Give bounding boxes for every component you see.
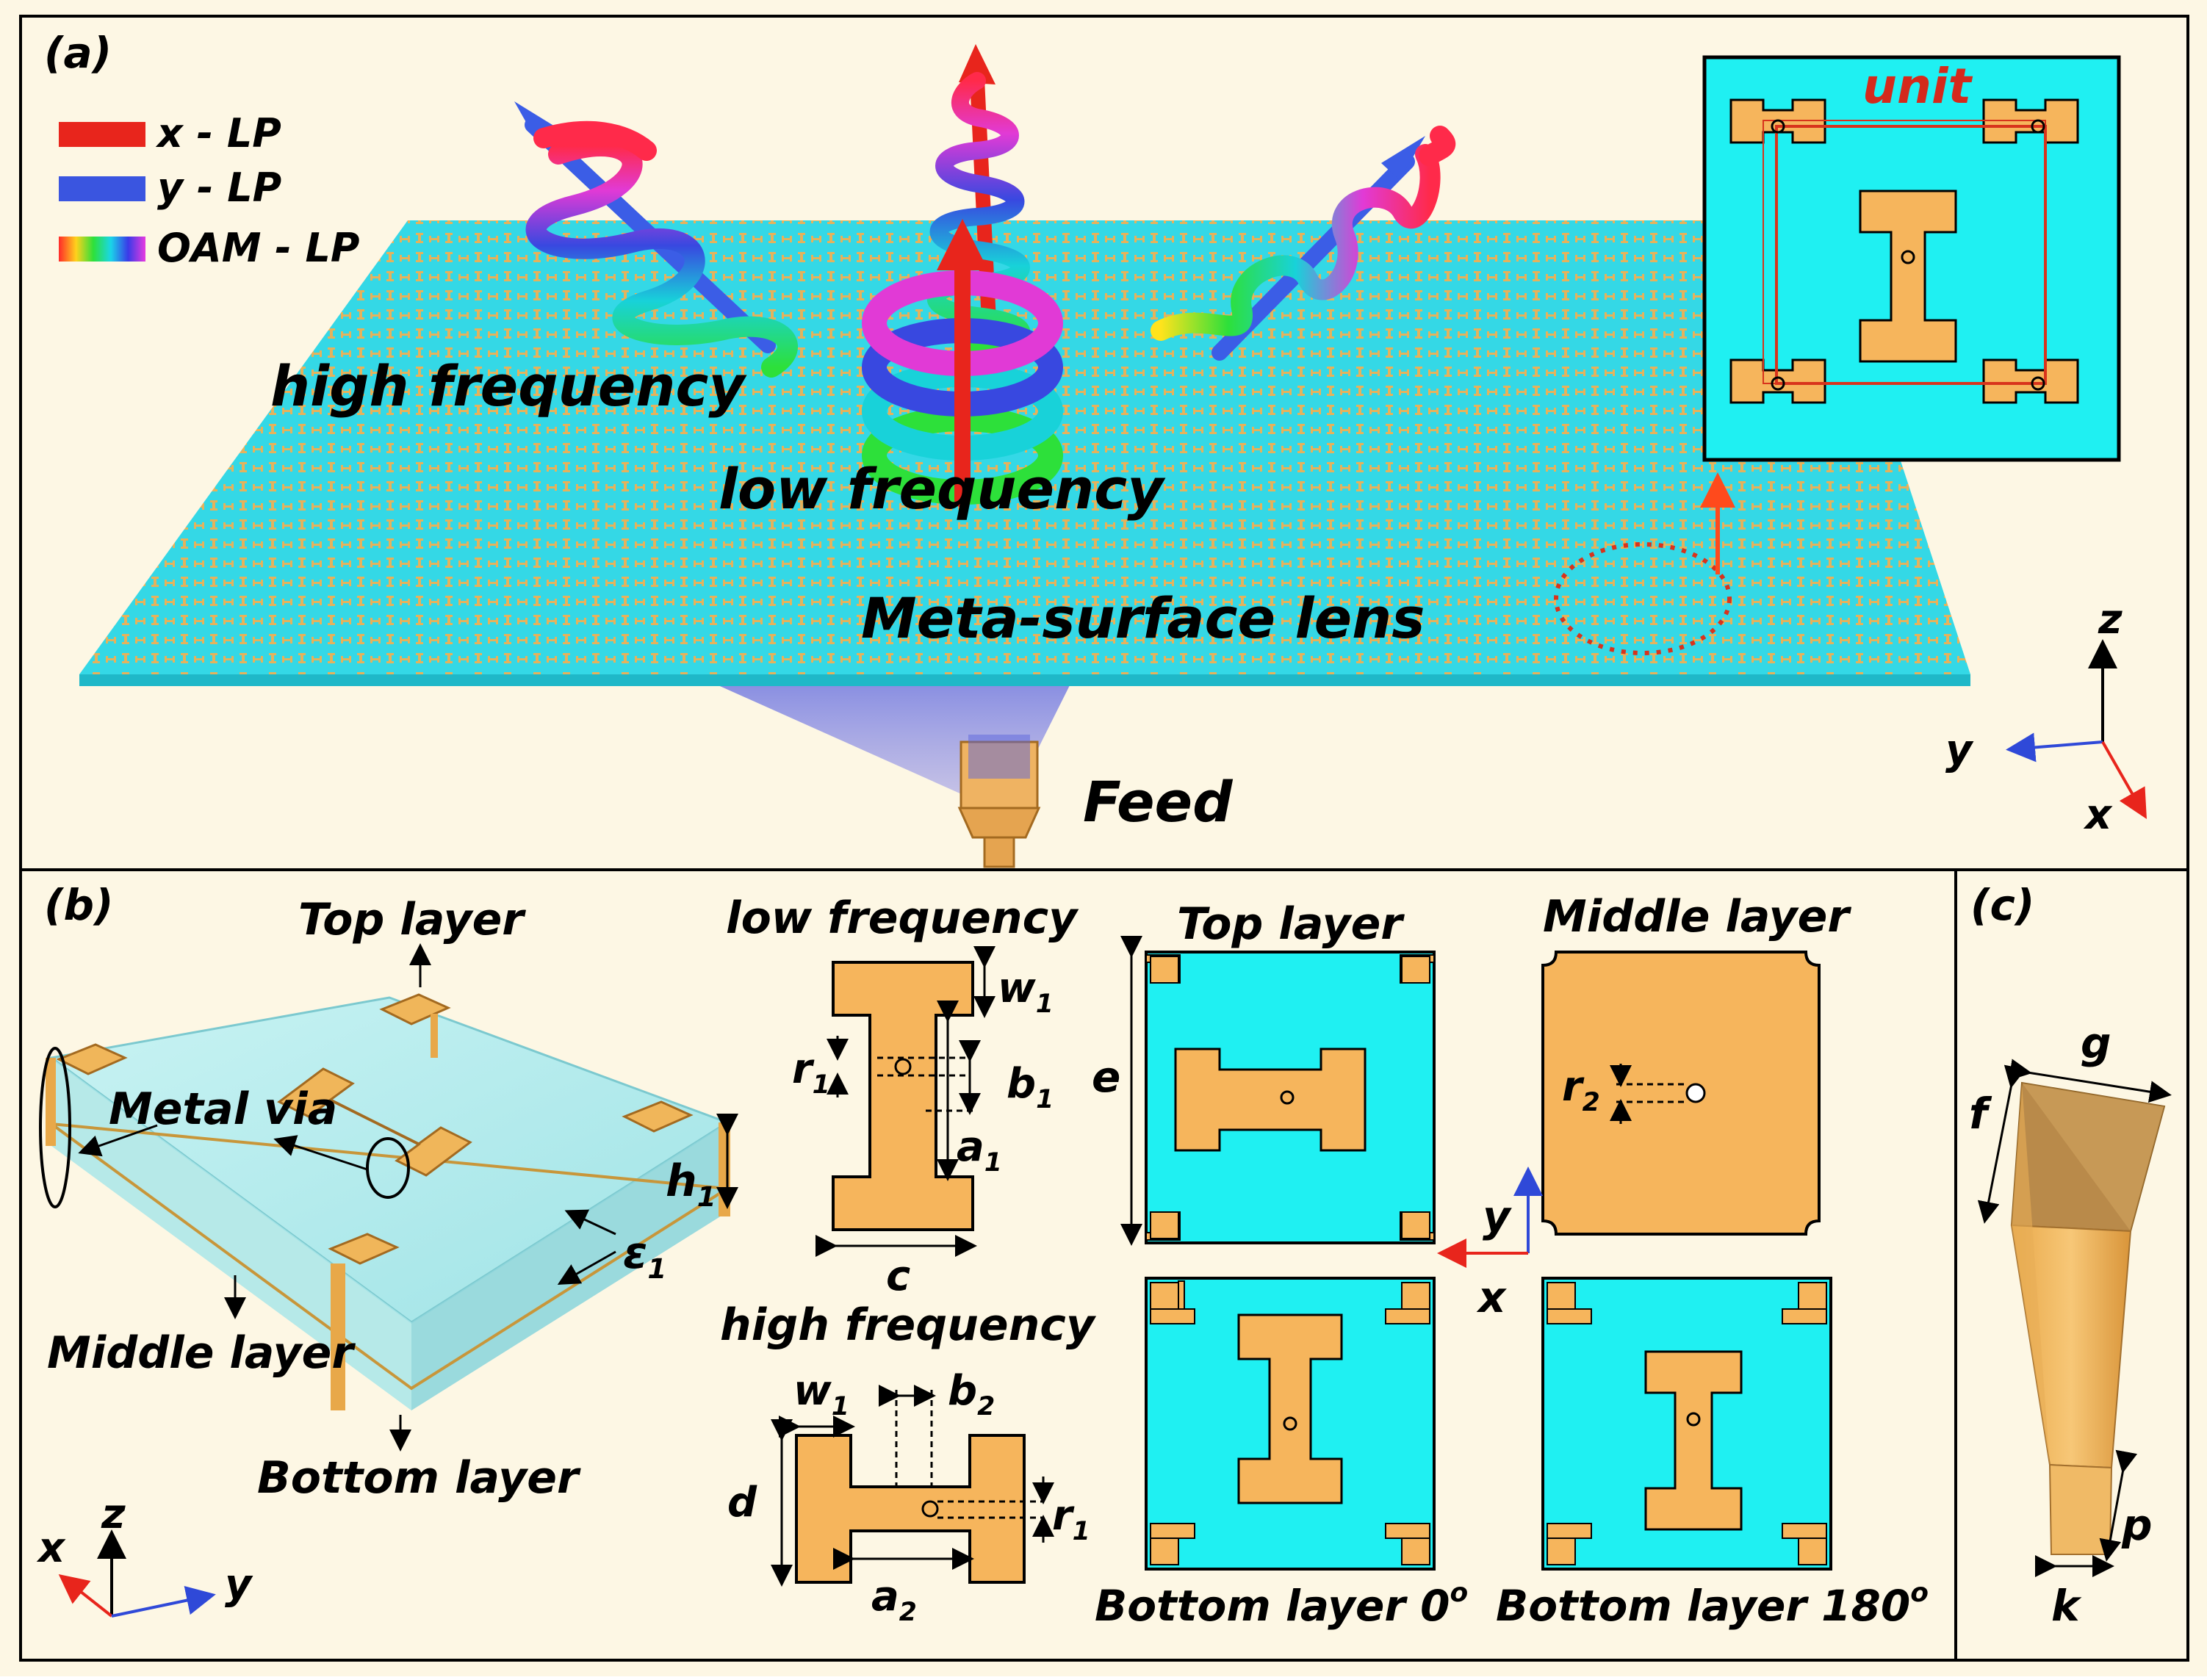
bottom180-text: Bottom layer 180 (1496, 1581, 1910, 1631)
eps-symbol: ε (623, 1227, 647, 1279)
axis-b-x: x (36, 1524, 66, 1572)
a1-label: a1 (957, 1123, 1002, 1178)
top-layer-view (1120, 936, 1436, 1246)
top-layer-label-3d: Top layer (298, 894, 526, 945)
b2-label: b2 (948, 1367, 995, 1421)
bottom-layer-0-label: Bottom layer 0o (1095, 1578, 1468, 1631)
legend: x - LP y - LP OAM - LP (59, 110, 359, 271)
c-label: c (886, 1252, 910, 1300)
b2-symbol: b (948, 1367, 977, 1415)
low-frequency-oam-beam (862, 219, 1063, 508)
horn-g-label: g (2081, 1018, 2111, 1068)
panel-a-label: (a) (44, 28, 112, 78)
panel-c-frame (1954, 868, 2189, 1662)
r2-symbol: r (1562, 1063, 1585, 1111)
b1-symbol: b (1007, 1060, 1036, 1108)
r1-label: r1 (792, 1045, 830, 1100)
w1-subscript: 1 (1036, 989, 1054, 1019)
bottom-layer-0-view (1145, 1277, 1436, 1571)
w1b-subscript: 1 (832, 1392, 849, 1421)
metasurface-lens-label: Meta-surface lens (861, 585, 1425, 651)
axis-b-y: y (225, 1561, 253, 1609)
panel-b-label: (b) (44, 880, 114, 930)
horn-p-label: p (2121, 1500, 2153, 1550)
legend-x-lp-label: x - LP (155, 110, 281, 156)
middle-layer-view (1541, 951, 1821, 1236)
r1-symbol: r (792, 1045, 815, 1093)
feed-horn (957, 735, 1041, 868)
a1-subscript: 1 (984, 1148, 1002, 1178)
high-frequency-element (771, 1385, 1054, 1587)
r2-label: r2 (1562, 1063, 1600, 1117)
d-label: d (727, 1479, 757, 1526)
unit-cell-inset: unit (1702, 55, 2121, 462)
r1-subscript: 1 (813, 1070, 830, 1100)
bottom0-text: Bottom layer 0 (1095, 1581, 1450, 1631)
axis-b-z: z (101, 1490, 126, 1538)
bottom-layer-label-3d: Bottom layer (257, 1452, 581, 1504)
bottom-layer-180-label: Bottom layer 180o (1496, 1578, 1929, 1631)
metal-via-label: Metal via (109, 1084, 337, 1135)
e-label: e (1092, 1052, 1120, 1102)
w1b-label: w1 (793, 1367, 849, 1421)
axis-views-x: x (1476, 1272, 1507, 1322)
middle-layer-label-3d: Middle layer (47, 1327, 356, 1379)
feed-label: Feed (1083, 769, 1234, 834)
unit-label: unit (1862, 58, 1973, 115)
high-frequency-title: high frequency (720, 1299, 1097, 1351)
h-symbol: h (666, 1156, 697, 1207)
high-frequency-beam-right (1151, 126, 1456, 361)
layer-top-title: Top layer (1177, 898, 1405, 950)
high-frequency-label: high frequency (270, 353, 747, 419)
low-frequency-title: low frequency (726, 893, 1079, 944)
legend-oam-lp-swatch (59, 237, 145, 262)
axes-b: z x y (36, 1490, 253, 1618)
w1b-symbol: w (793, 1367, 832, 1415)
panel-c-label: (c) (1970, 880, 2034, 930)
bottom0-degree: o (1450, 1578, 1469, 1608)
axis-views-y: y (1483, 1191, 1512, 1241)
w1-label: w1 (998, 965, 1054, 1019)
w1-symbol: w (998, 965, 1036, 1012)
r1b-subscript: 1 (1073, 1517, 1090, 1546)
a2-subscript: 2 (899, 1598, 917, 1627)
axes-a: z y x (1945, 596, 2147, 839)
epsilon-label: ε1 (623, 1227, 666, 1285)
unit-cell-3d (39, 943, 738, 1452)
legend-x-lp-swatch (59, 122, 145, 147)
a1-symbol: a (957, 1123, 984, 1171)
r1b-label: r1 (1052, 1492, 1090, 1546)
axis-a-y: y (1945, 727, 1974, 774)
eps-subscript: 1 (647, 1252, 666, 1285)
axis-a-x: x (2083, 791, 2113, 839)
high-frequency-beam-left (514, 101, 798, 378)
a2-symbol: a (871, 1573, 899, 1620)
h-subscript: 1 (697, 1180, 716, 1213)
legend-y-lp-swatch (59, 176, 145, 201)
horn-k-label: k (2051, 1581, 2082, 1631)
layer-middle-title: Middle layer (1543, 891, 1851, 942)
axis-a-z: z (2098, 596, 2123, 643)
low-frequency-element (816, 946, 996, 1257)
b1-label: b1 (1007, 1060, 1054, 1114)
unit-highlight-ellipse (1554, 542, 1732, 655)
legend-y-lp-label: y - LP (157, 165, 281, 211)
horn-antenna (1977, 1059, 2172, 1577)
bottom180-degree: o (1910, 1578, 1929, 1608)
legend-oam-lp-label: OAM - LP (157, 225, 359, 271)
b1-subscript: 1 (1036, 1085, 1054, 1114)
bottom-layer-180-view (1541, 1277, 1832, 1571)
low-frequency-label: low frequency (719, 456, 1166, 522)
r2-subscript: 2 (1583, 1088, 1600, 1117)
axes-layer-views: y x (1437, 1167, 1543, 1322)
b2-subscript: 2 (977, 1392, 995, 1421)
r1b-symbol: r (1052, 1492, 1075, 1540)
height-h1-label: h1 (666, 1156, 716, 1213)
lens-edge (79, 674, 1970, 686)
a2-label: a2 (871, 1573, 917, 1627)
